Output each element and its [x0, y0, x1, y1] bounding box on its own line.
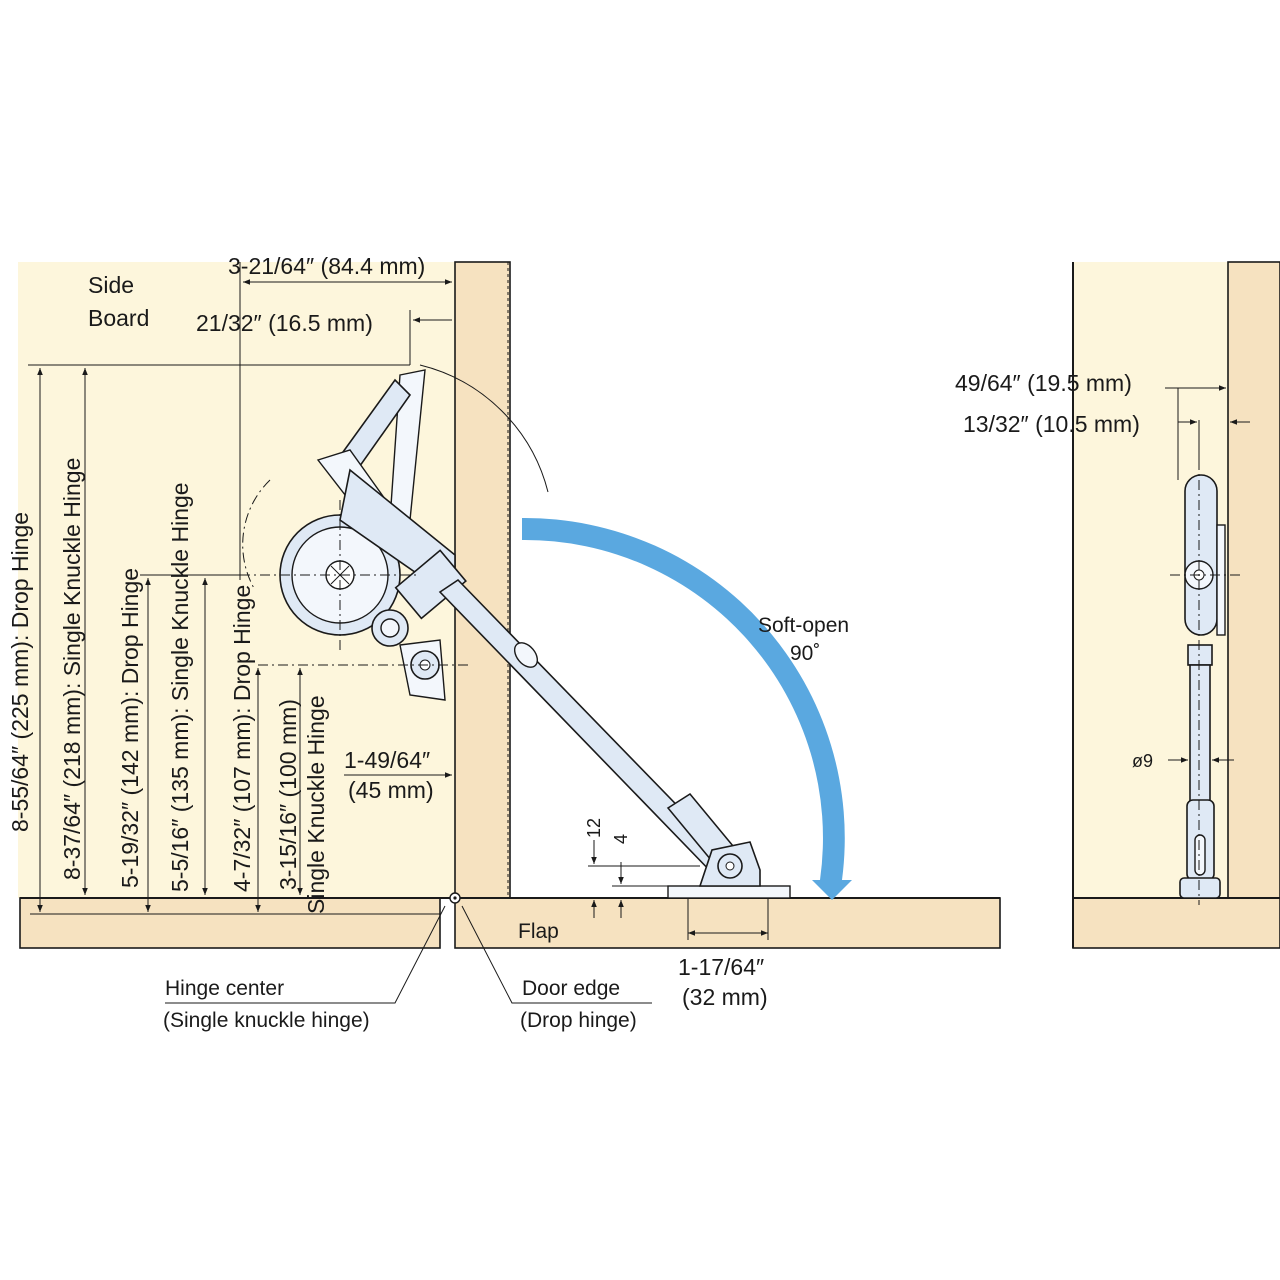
dim-side-width-b: 13/32″ (10.5 mm)	[963, 411, 1140, 437]
dim-h-100-label: Single Knuckle Hinge	[303, 695, 329, 914]
dim-top-offset: 21/32″ (16.5 mm)	[196, 310, 373, 336]
dim-h-218: 8-37/64″ (218 mm): Single Knuckle Hinge	[59, 458, 85, 880]
bottom-panel-left	[19, 897, 441, 949]
dim-h-135: 5-5/16″ (135 mm): Single Knuckle Hinge	[167, 482, 193, 892]
dim-arm-inset: 1-49/64″	[344, 747, 430, 773]
dim-h-142: 5-19/32″ (142 mm): Drop Hinge	[117, 568, 143, 888]
soft-open-label: Soft-open	[758, 614, 849, 637]
main-view: Side Board 3-21/64″ (84.4 mm) 21/32″ (16…	[7, 253, 1001, 1032]
side-view-stay	[1179, 474, 1226, 899]
side-view-bottom	[1072, 897, 1280, 949]
flap-label: Flap	[518, 920, 559, 943]
dim-h-100: 3-15/16″ (100 mm)	[275, 699, 301, 890]
dim-arm-inset-mm: (45 mm)	[348, 777, 434, 803]
dim-h-225: 8-55/64″ (225 mm): Drop Hinge	[7, 512, 33, 832]
dim-side-width-a: 49/64″ (19.5 mm)	[955, 370, 1132, 396]
side-board-label-2: Board	[88, 305, 149, 331]
dim-base-height-12: 12	[584, 818, 604, 838]
dim-top-width: 3-21/64″ (84.4 mm)	[228, 253, 425, 279]
dim-base-height-4: 4	[611, 834, 631, 844]
dim-rod-diameter: ø9	[1132, 751, 1153, 771]
side-board-label: Side	[88, 272, 134, 298]
door-edge-sublabel: (Drop hinge)	[520, 1009, 637, 1032]
soft-open-angle: 90˚	[790, 642, 820, 665]
dim-base-width: 1-17/64″	[678, 954, 764, 980]
hinge-center-label: Hinge center	[165, 977, 284, 1000]
side-view-wall	[1227, 261, 1280, 899]
door-edge-label: Door edge	[522, 977, 620, 1000]
side-view: 49/64″ (19.5 mm) 13/32″ (10.5 mm) ø9	[955, 261, 1280, 949]
hinge-center-sublabel: (Single knuckle hinge)	[163, 1009, 370, 1032]
dim-base-width-mm: (32 mm)	[682, 984, 768, 1010]
dim-h-107: 4-7/32″ (107 mm): Drop Hinge	[229, 585, 255, 892]
